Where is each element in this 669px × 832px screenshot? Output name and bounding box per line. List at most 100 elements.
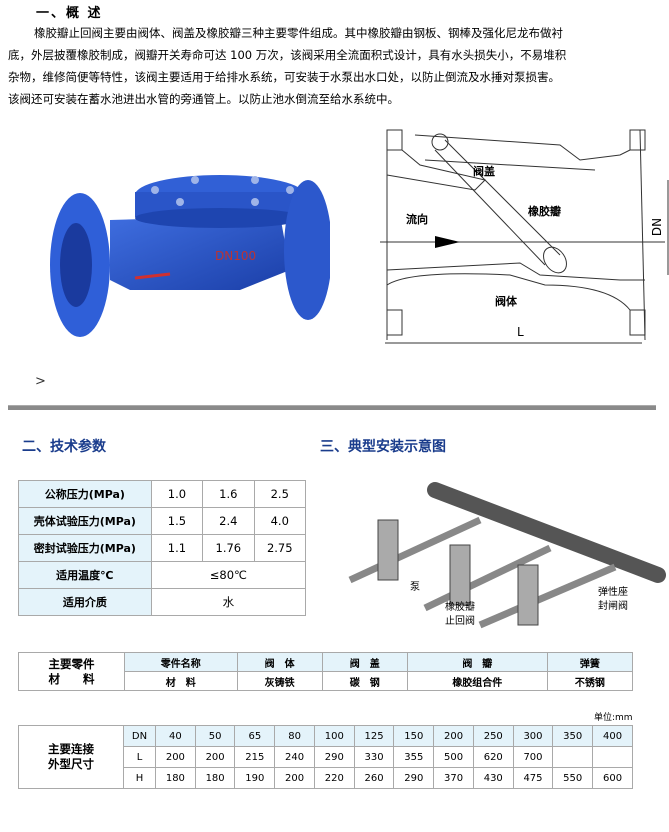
dim-cell: 180 [155, 767, 196, 789]
section-title-params: 二、技术参数 [22, 439, 106, 455]
materials-table: 主要零件 材 料 零件名称 阀 体 阀 盖 阀 瓣 弹簧 材 料 灰铸铁 碳 钢… [18, 652, 634, 691]
row-header-line: 外型尺寸 [48, 757, 94, 771]
dim-cell: 355 [393, 746, 435, 768]
materials-row-header: 主要零件 材 料 [18, 652, 125, 691]
dim-cell: 200 [155, 746, 196, 768]
dim-cell: 700 [512, 746, 554, 768]
param-value: 2.75 [253, 534, 307, 562]
label-check-valve-2: 止回阀 [445, 616, 475, 627]
dim-cell: 180 [194, 767, 236, 789]
label-cover: 阀盖 [473, 165, 495, 178]
dim-cell [552, 746, 594, 768]
section-title-install: 三、典型安装示意图 [320, 439, 446, 455]
install-diagram: 泵 橡胶瓣 止回阀 弹性座 封闸阀 [340, 470, 669, 635]
dim-cell: 250 [472, 725, 514, 747]
section-title-overview: 一、概 述 [36, 6, 103, 21]
dim-label: L [122, 746, 157, 768]
dim-cell: 300 [512, 725, 554, 747]
param-label: 壳体试验压力(MPa) [18, 507, 152, 535]
dim-cell: 200 [194, 746, 236, 768]
overview-paragraph: 橡胶瓣止回阀主要由阀体、阀盖及橡胶瓣三种主要零件组成。其中橡胶瓣由钢板、钢棒及强… [8, 26, 567, 106]
dim-cell: 350 [552, 725, 594, 747]
valve-section-diagram: 阀盖 橡胶瓣 流向 阀体 DN L [380, 125, 669, 355]
dim-cell: 400 [592, 725, 633, 747]
dim-cell: 150 [393, 725, 435, 747]
param-value: ≤80℃ [150, 561, 307, 589]
materials-header: 阀 体 [236, 652, 323, 672]
dim-cell: 50 [194, 725, 236, 747]
table-row: 壳体试验压力(MPa) 1.5 2.4 4.0 [18, 507, 307, 535]
pipeline-illustration-icon [348, 482, 666, 629]
param-value: 水 [150, 588, 307, 616]
dimensions-row-header: 主要连接 外型尺寸 [18, 725, 124, 789]
materials-header: 零件名称 [124, 652, 238, 672]
dim-cell: 240 [274, 746, 315, 768]
label-gate-valve-2: 封闸阀 [598, 601, 628, 612]
table-row: 适用介质 水 [18, 588, 307, 616]
svg-text:DN100: DN100 [215, 249, 256, 263]
param-label: 适用温度℃ [18, 561, 152, 589]
params-table: 公称压力(MPa) 1.0 1.6 2.5 壳体试验压力(MPa) 1.5 2.… [18, 480, 307, 616]
row-header-line: 主要零件 [48, 656, 95, 671]
section-drawing-icon [380, 129, 669, 344]
param-value: 1.76 [202, 534, 255, 562]
dim-cell: 100 [313, 725, 355, 747]
table-row: 材 料 灰铸铁 碳 钢 橡胶组合件 不锈钢 [19, 671, 634, 691]
dim-cell: 200 [433, 725, 474, 747]
param-value: 1.0 [150, 480, 204, 508]
dim-cell: 290 [313, 746, 355, 768]
dim-cell [592, 746, 633, 768]
label-disc: 橡胶瓣 [528, 205, 561, 218]
param-value: 2.4 [202, 507, 255, 535]
product-photo: DN100 [40, 140, 332, 350]
param-label: 适用介质 [18, 588, 152, 616]
table-row: 公称压力(MPa) 1.0 1.6 2.5 [18, 480, 307, 508]
dim-cell: 125 [353, 725, 395, 747]
label-flow: 流向 [406, 213, 428, 226]
dim-cell: 220 [313, 767, 355, 789]
dim-cell: 80 [274, 725, 315, 747]
dim-cell: 260 [353, 767, 395, 789]
dim-cell: 475 [512, 767, 554, 789]
table-row: H 180 180 190 200 220 260 290 370 430 47… [19, 767, 633, 789]
label-pump: 泵 [410, 582, 420, 593]
param-value: 4.0 [253, 507, 307, 535]
label-body: 阀体 [495, 295, 517, 308]
materials-value: 碳 钢 [321, 671, 408, 691]
overview-text: 橡胶瓣止回阀主要由阀体、阀盖及橡胶瓣三种主要零件组成。其中橡胶瓣由钢板、钢棒及强… [8, 22, 568, 110]
materials-value: 材 料 [124, 671, 238, 691]
table-row: 密封试验压力(MPa) 1.1 1.76 2.75 [18, 534, 307, 562]
table-row: 主要连接 外型尺寸 DN 40 50 65 80 100 125 150 200… [18, 725, 633, 789]
dimensions-table: 主要连接 外型尺寸 DN 40 50 65 80 100 125 150 200… [18, 725, 633, 789]
dim-cell: 500 [433, 746, 474, 768]
label-check-valve-1: 橡胶瓣 [445, 602, 475, 613]
table-row: 适用温度℃ ≤80℃ [18, 561, 307, 589]
param-label: 公称压力(MPa) [18, 480, 152, 508]
dim-cell: 290 [393, 767, 435, 789]
dim-label: H [122, 767, 157, 789]
dim-cell: 200 [274, 767, 315, 789]
materials-value: 不锈钢 [546, 671, 634, 691]
dim-cell: 600 [592, 767, 633, 789]
dim-cell: 40 [155, 725, 196, 747]
dim-cell: 215 [234, 746, 276, 768]
dim-cell: 65 [234, 725, 276, 747]
table-row: 主要零件 材 料 零件名称 阀 体 阀 盖 阀 瓣 弹簧 [18, 652, 634, 691]
label-gate-valve-1: 弹性座 [598, 587, 628, 598]
unit-label: 单位:mm [594, 713, 633, 723]
dim-cell: 620 [472, 746, 514, 768]
materials-header: 阀 瓣 [406, 652, 548, 672]
param-label: 密封试验压力(MPa) [18, 534, 152, 562]
param-value: 1.1 [150, 534, 204, 562]
param-value: 2.5 [253, 480, 307, 508]
row-header-line: 主要连接 [48, 742, 94, 756]
param-value: 1.6 [202, 480, 255, 508]
dim-cell: 330 [353, 746, 395, 768]
materials-header: 阀 盖 [321, 652, 408, 672]
label-dn: DN [650, 217, 665, 237]
param-value: 1.5 [150, 507, 204, 535]
label-length: L [517, 325, 524, 339]
chevron-right-icon[interactable]: > [35, 374, 46, 389]
section-divider [8, 405, 656, 410]
materials-value: 橡胶组合件 [406, 671, 548, 691]
